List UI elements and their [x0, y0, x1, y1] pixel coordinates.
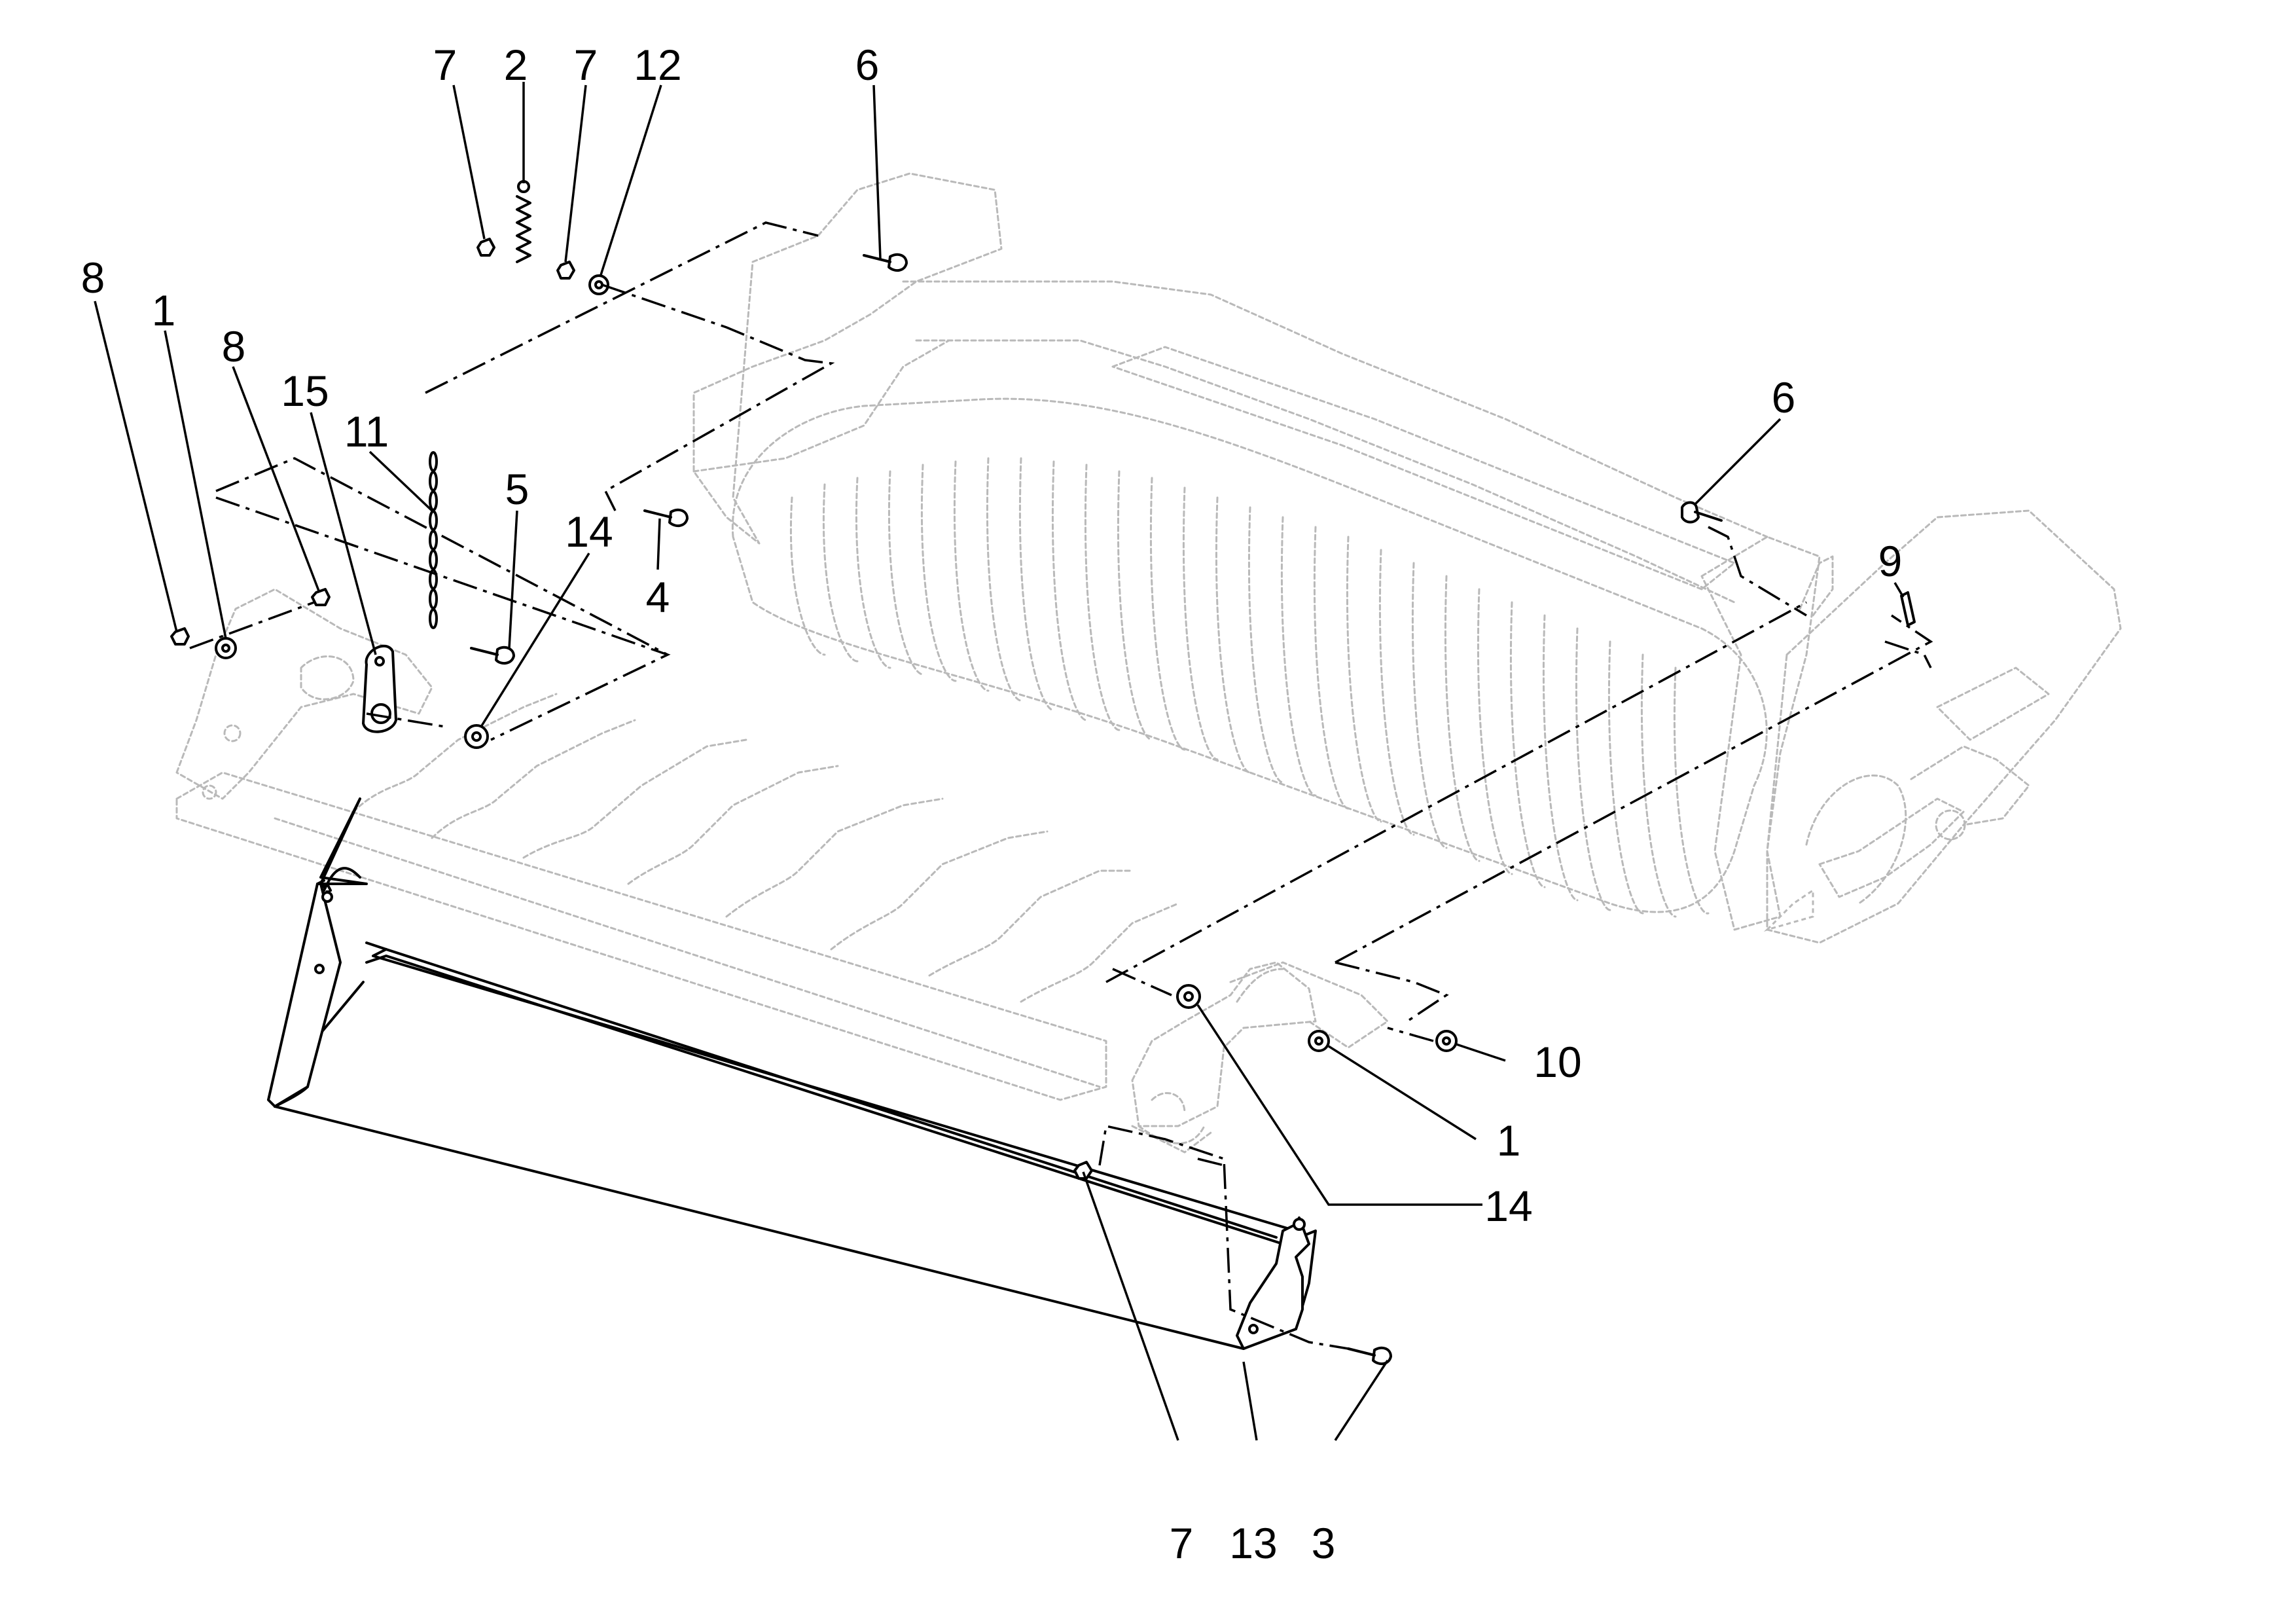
callout-1: 1	[152, 286, 176, 335]
callout-6: 6	[855, 41, 880, 89]
bolt-part-5	[470, 646, 515, 665]
leader-lines	[94, 82, 1905, 1441]
callout-labels: 7 2 7 12 6 8 1 8 15 11 5 14 4 6 9 10 1 1…	[81, 41, 1903, 1567]
callout-4: 4	[646, 573, 670, 621]
chain-part-11	[429, 451, 438, 629]
callout-3: 3	[1312, 1519, 1336, 1567]
bottom-cover-part	[270, 797, 1317, 1350]
cover-right-hole	[1293, 1218, 1306, 1231]
pin-part-9	[1900, 591, 1916, 627]
callout-11: 11	[344, 407, 389, 456]
nut-part-8a	[170, 627, 190, 646]
callout-7: 7	[1170, 1519, 1194, 1567]
callout-6: 6	[1772, 373, 1796, 422]
nut-part-7b	[556, 261, 575, 280]
callout-14: 14	[1484, 1182, 1532, 1230]
spring-part-2	[516, 180, 531, 263]
callout-10: 10	[1534, 1038, 1581, 1086]
parts	[170, 180, 1916, 1366]
callout-2: 2	[504, 41, 528, 89]
nut-part-7a	[476, 238, 495, 257]
frame-tines	[352, 693, 1179, 1003]
callout-13: 13	[1229, 1519, 1277, 1567]
assembly-lines	[189, 221, 1933, 1350]
bolt-part-6a	[863, 253, 908, 272]
bolt-part-6b	[1681, 501, 1723, 524]
cover-left-hole	[321, 891, 333, 903]
callout-12: 12	[634, 41, 681, 89]
background-assembly	[175, 172, 2122, 1154]
cover-left-plate	[267, 883, 342, 1108]
callout-7: 7	[433, 41, 457, 89]
bolt-part-3	[1347, 1346, 1392, 1366]
callout-9: 9	[1878, 537, 1903, 585]
callout-14: 14	[565, 507, 613, 556]
callout-8: 8	[222, 322, 246, 371]
callout-1: 1	[1497, 1116, 1521, 1165]
bolt-part-4	[643, 508, 689, 528]
nut-part-8b	[311, 588, 331, 606]
callout-5: 5	[505, 465, 529, 513]
callout-15: 15	[281, 367, 329, 415]
rotor-spiral	[789, 457, 1710, 918]
callout-8: 8	[81, 253, 105, 302]
callout-7: 7	[574, 41, 598, 89]
plate-part-15	[362, 644, 397, 733]
